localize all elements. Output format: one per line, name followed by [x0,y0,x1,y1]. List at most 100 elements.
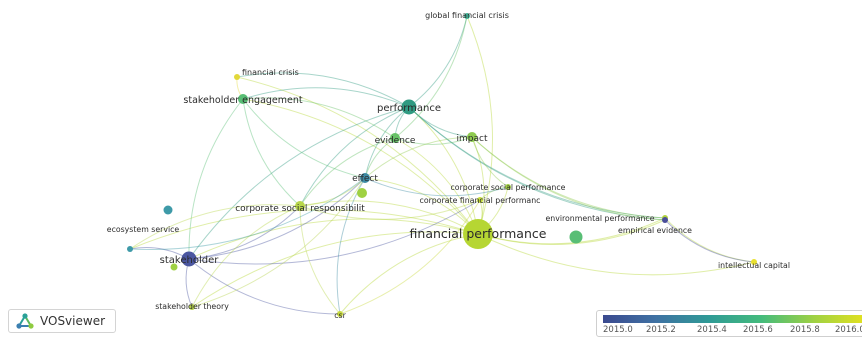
link-performance-empirical-evidence [408,106,666,221]
link-impact-effect [364,136,473,179]
node-stakeholder-theory[interactable] [189,304,195,310]
label-financial-crisis[interactable]: financial crisis [242,68,299,77]
link-stakeholder-csr [188,258,341,315]
ecosystem-dot [163,205,173,215]
label-ecosystem-service[interactable]: ecosystem service [107,225,180,234]
link-performance-environmental-performance [408,106,666,219]
label-layer: global financial crisis financial crisis s… [107,11,790,320]
link-impact-environmental-performance [471,136,666,219]
link-layer [129,15,755,315]
link-stakeholder-engagement-stakeholder [188,98,244,260]
link-financial-performance-csr [339,233,479,315]
effect-dot [357,188,367,198]
scale-tick: 2015.6 [743,325,773,335]
link-effect-corporate-social-performance [364,177,509,197]
vosviewer-logo-icon [16,313,34,329]
link-financial-performance-empirical-evidence [477,219,666,245]
label-global-financial-crisis[interactable]: global financial crisis [425,11,509,20]
node-layer [127,13,757,317]
label-csr[interactable]: csr [334,311,346,320]
link-stakeholder-effect [188,177,366,260]
link-financial-performance-stakeholder-engagement [242,98,479,235]
link-impact-corporate-social-performance [471,136,509,188]
node-stakeholder[interactable] [181,251,197,267]
label-effect[interactable]: effect [352,174,378,184]
link-financial-performance-performance [408,106,479,235]
link-evidence-global-financial-crisis [394,15,468,139]
scale-tick: 2015.2 [646,325,676,335]
link-performance-financial-crisis [236,72,410,108]
node-stakeholder-engagement[interactable] [238,94,248,104]
node-csr[interactable] [337,311,343,317]
color-gradient-bar [603,315,862,323]
link-evidence-corporate-social-responsibility [299,137,396,207]
node-impact[interactable] [467,132,477,142]
label-performance[interactable]: performance [377,103,441,114]
node-empirical-evidence[interactable] [662,217,668,223]
link-financial-performance-stakeholder [188,218,479,260]
label-corporate-social-responsibility[interactable]: corporate social responsibilit [235,204,365,214]
link-performance-corporate-social-responsibility [299,106,410,207]
label-stakeholder[interactable]: stakeholder [160,255,220,266]
node-intellectual-capital[interactable] [751,259,757,265]
link-financial-performance-financial-crisis [236,76,479,235]
link-financial-performance-intellectual-capital [477,233,755,276]
link-corporate-social-responsibility-stakeholder-theory [191,205,301,308]
label-stakeholder-theory[interactable]: stakeholder theory [155,302,229,311]
node-financial-performance[interactable] [463,219,493,249]
node-corporate-financial-performance[interactable] [477,197,483,203]
link-ecosystem-service-effect [129,177,366,251]
label-environmental-performance[interactable]: environmental performance [545,214,654,223]
environment-dot [569,230,583,244]
link-stakeholder-theory-effect [191,177,366,308]
link-performance-stakeholder [188,106,410,260]
link-performance-effect [364,106,410,179]
node-corporate-social-performance[interactable] [505,184,511,190]
scale-tick: 2015.8 [790,325,820,335]
link-corporate-social-responsibility-ecosystem-service [129,204,301,250]
scale-tick-labels: 2015.0 2015.2 2015.4 2015.6 2015.8 2016.… [597,325,862,337]
link-stakeholder-engagement-corporate-social-responsibility [242,98,301,207]
label-corporate-financial-performance[interactable]: corporate financial performanc [420,196,541,205]
link-empirical-evidence-intellectual-capital [664,219,755,263]
link-financial-performance-corporate-social-responsibility [299,200,479,235]
link-stakeholder-engagement-effect [242,98,366,179]
overlay-color-scale: 2015.0 2015.2 2015.4 2015.6 2015.8 2016.… [596,310,862,337]
node-performance[interactable] [401,99,417,115]
label-stakeholder-engagement[interactable]: stakeholder engagement [183,95,302,106]
link-financial-performance-environmental-performance [477,217,666,245]
link-corporate-social-responsibility-effect [299,177,366,207]
link-corporate-social-responsibility-corporate-financial-performance [299,199,481,220]
link-csr-corporate-financial-performance [339,199,481,315]
logo-text: VOSviewer [40,314,106,328]
link-environmental-performance-intellectual-capital [664,217,755,263]
label-empirical-evidence[interactable]: empirical evidence [618,226,692,235]
label-corporate-social-performance[interactable]: corporate social performance [451,183,566,192]
node-ecosystem-service[interactable] [127,246,133,252]
link-corporate-social-responsibility-csr [299,205,341,315]
link-performance-global-financial-crisis [408,15,468,108]
link-financial-performance-stakeholder-theory [191,231,479,308]
link-evidence-impact [394,136,473,145]
link-impact-empirical-evidence [471,136,666,221]
node-global-financial-crisis[interactable] [464,13,470,19]
link-stakeholder-corporate-social-responsibility [188,205,301,260]
vosviewer-logo[interactable]: VOSviewer [8,309,116,333]
scale-tick: 2016.0 [835,325,862,335]
label-impact[interactable]: impact [457,134,488,144]
stakeholder-dot [170,263,178,271]
scale-tick: 2015.4 [697,325,727,335]
link-stakeholder-corporate-financial-performance [188,199,481,265]
node-evidence[interactable] [390,133,400,143]
node-corporate-social-responsibility[interactable] [295,201,305,211]
link-performance-stakeholder-engagement [242,87,410,108]
node-effect[interactable] [360,173,370,183]
scale-tick: 2015.0 [603,325,633,335]
label-financial-performance[interactable]: financial performance [410,226,547,241]
link-financial-performance-global-financial-crisis [466,15,494,235]
node-financial-crisis[interactable] [234,74,240,80]
label-intellectual-capital[interactable]: intellectual capital [718,261,790,270]
label-evidence[interactable]: evidence [375,136,416,146]
link-evidence-stakeholder-engagement [242,97,396,139]
